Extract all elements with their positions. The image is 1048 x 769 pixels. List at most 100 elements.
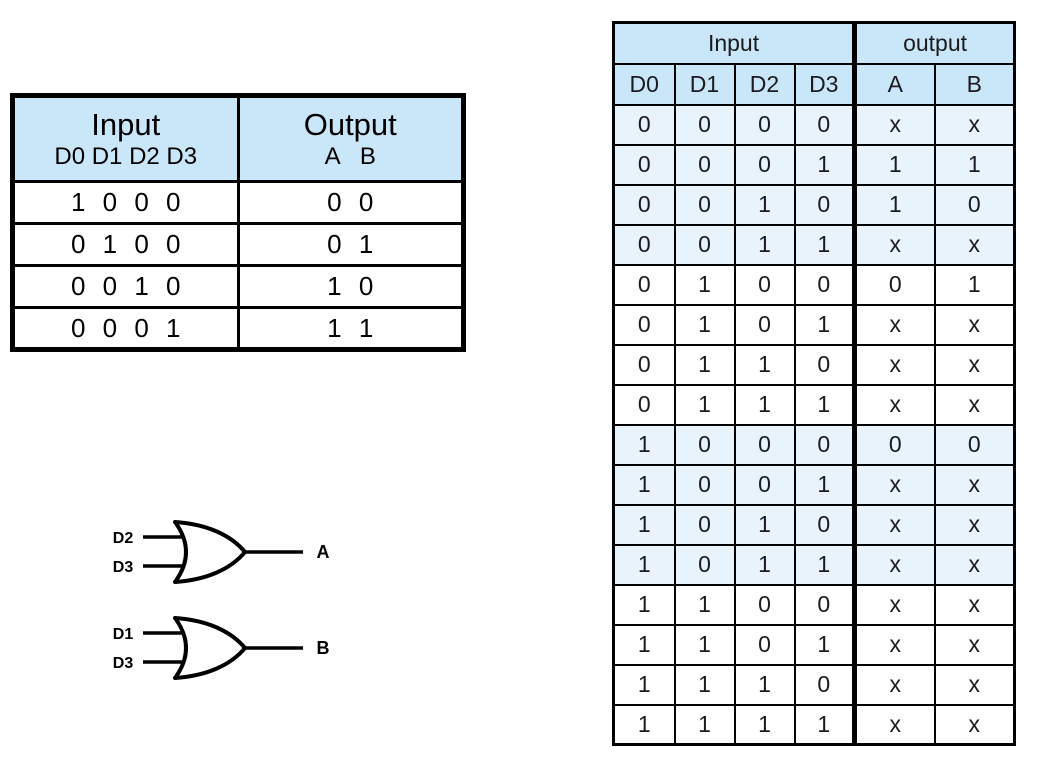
gate-a-input-label-d3: D3 [113,559,134,576]
table-cell: 1 [673,583,736,626]
or-gate-b: D1 D3 B [113,616,330,680]
table-cell: x [852,303,936,346]
table-cell: 0 [673,503,736,546]
table-cell: 0 0 1 0 [11,264,240,309]
table-cell: 0 [793,503,856,546]
input-group-header: Input [612,21,856,65]
table-cell: 0 [673,223,736,266]
table-cell: 1 [673,383,736,426]
table-cell: 0 [673,463,736,506]
table-cell: 1 [673,703,736,746]
table-cell: 0 [612,263,676,306]
table-cell: 0 1 [236,222,465,267]
table-cell: 0 [852,263,936,306]
table-cell: x [933,583,1016,626]
output-header-subtitle: A B [324,143,376,170]
table-cell: 0 [793,183,856,226]
table-cell: 1 [612,623,676,666]
table-cell: 0 [852,423,936,466]
table-cell: 0 [673,183,736,226]
table-cell: 0 [933,423,1016,466]
table-cell: x [933,303,1016,346]
table-cell: 1 [673,263,736,306]
table-cell: 1 [673,343,736,386]
table-cell: 0 [793,263,856,306]
table-cell: 1 0 [236,264,465,309]
table-cell: 1 [933,263,1016,306]
table-cell: 1 [612,663,676,706]
or-gate-b-body [173,616,247,680]
table-cell: 1 [733,223,796,266]
table-cell: x [852,703,936,746]
table-cell: 1 [793,623,856,666]
column-header-b: B [933,62,1016,106]
table-cell: 0 [673,103,736,146]
gate-a-output-label: A [317,542,330,562]
table-cell: 1 [673,623,736,666]
table-cell: 1 [733,503,796,546]
table-cell: x [852,103,936,146]
column-header-d1: D1 [673,62,736,106]
table-cell: x [933,103,1016,146]
table-cell: x [852,223,936,266]
table-cell: 0 0 0 1 [11,306,240,351]
table-cell: x [852,463,936,506]
table-cell: 0 [733,623,796,666]
table-cell: 0 [673,423,736,466]
table-cell: x [852,583,936,626]
table-cell: x [852,343,936,386]
table-cell: 0 1 0 0 [11,222,240,267]
table-cell: x [852,663,936,706]
table-cell: 1 [793,223,856,266]
column-header-a: A [852,62,936,106]
table-cell: x [933,703,1016,746]
table-cell: 1 [793,143,856,186]
table-cell: 0 [733,103,796,146]
table-cell: 0 [612,103,676,146]
table-cell: 0 [673,543,736,586]
input-header-subtitle: D0 D1 D2 D3 [54,143,198,170]
output-group-header: output [852,21,1016,65]
output-header-title: Output [303,107,397,142]
table-cell: 0 [733,143,796,186]
table-cell: 0 [793,663,856,706]
group-header-row: Input output [612,21,1016,65]
table-cell: 1 [612,543,676,586]
table-cell: x [933,383,1016,426]
table-cell: 1 [733,703,796,746]
table-cell: 1 [733,343,796,386]
table-cell: x [852,623,936,666]
table-cell: 0 [933,183,1016,226]
table-cell: 1 [673,303,736,346]
small-table-header-row: Input D0 D1 D2 D3 Output A B [11,94,465,183]
table-cell: 1 [612,583,676,626]
table-cell: 1 [733,183,796,226]
table-cell: 0 [612,343,676,386]
table-cell: x [933,223,1016,266]
table-cell: 1 [793,463,856,506]
table-cell: x [852,383,936,426]
table-cell: 1 [733,383,796,426]
table-cell: 0 [612,143,676,186]
column-header-row: D0 D1 D2 D3 A B [612,62,1016,106]
or-gate-diagram: D2 D3 A D1 D3 B [113,520,330,680]
table-cell: 0 [793,423,856,466]
table-cell: 0 [612,223,676,266]
table-cell: x [933,663,1016,706]
